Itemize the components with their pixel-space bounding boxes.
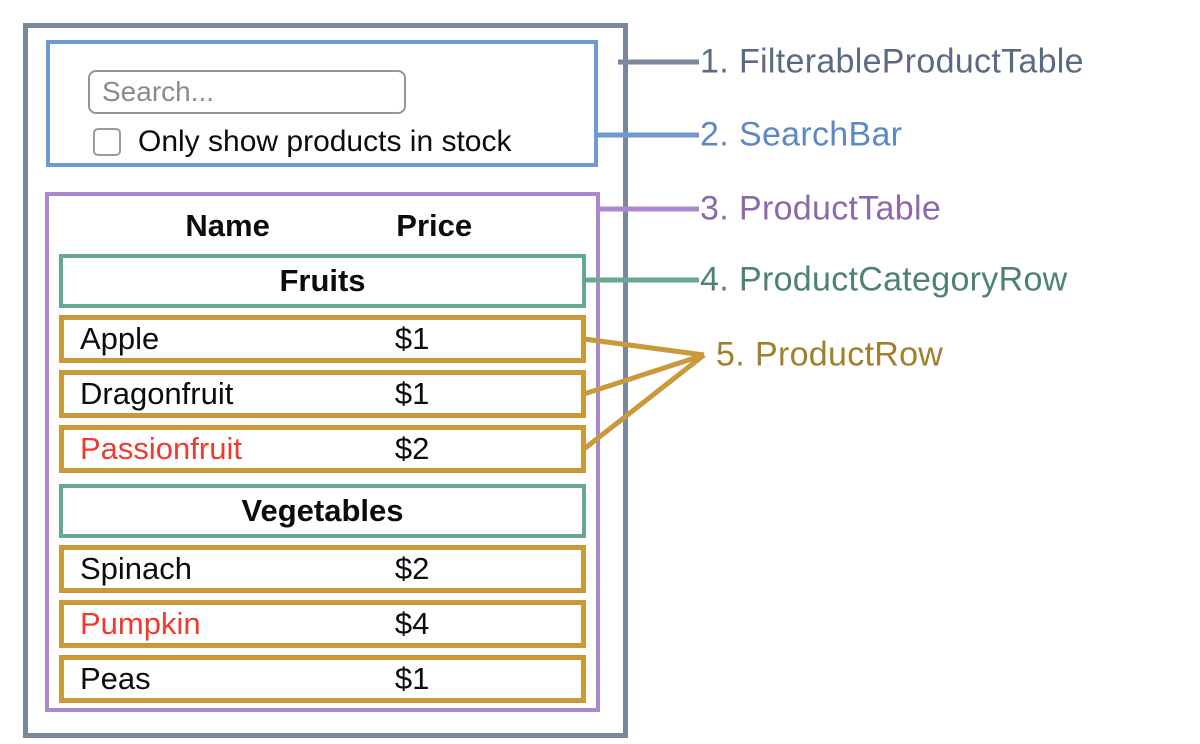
product-row-pumpkin: Pumpkin $4 — [59, 600, 586, 648]
product-price: $4 — [394, 606, 430, 641]
product-name: Dragonfruit — [80, 376, 234, 411]
product-name: Peas — [80, 661, 151, 696]
product-price: $1 — [394, 661, 430, 696]
product-name: Pumpkin — [80, 606, 201, 641]
legend-name: ProductCategoryRow — [738, 260, 1068, 299]
legend-product-category-row: 4.ProductCategoryRow — [700, 261, 1068, 300]
product-row-apple: Apple $1 — [59, 315, 586, 363]
legend-number: 3. — [700, 189, 729, 228]
legend-name: ProductTable — [738, 189, 942, 228]
column-header-price: Price — [396, 208, 473, 243]
in-stock-checkbox-label: Only show products in stock — [138, 125, 512, 158]
stock-filter-row: Only show products in stock — [93, 125, 512, 158]
legend-number: 5. — [716, 335, 745, 374]
legend-number: 2. — [700, 115, 729, 154]
in-stock-checkbox[interactable] — [93, 128, 121, 156]
product-name: Passionfruit — [80, 431, 242, 466]
legend-name: FilterableProductTable — [738, 42, 1084, 81]
legend-name: SearchBar — [738, 115, 903, 154]
product-price: $2 — [394, 551, 430, 586]
product-name: Spinach — [80, 551, 193, 586]
product-row-passionfruit: Passionfruit $2 — [59, 425, 586, 473]
category-label: Vegetables — [241, 493, 404, 528]
legend-name: ProductRow — [754, 335, 944, 374]
legend-number: 1. — [700, 42, 729, 81]
legend-filterable-product-table: 1.FilterableProductTable — [700, 43, 1084, 82]
legend-product-row: 5.ProductRow — [716, 336, 943, 375]
product-price: $2 — [394, 431, 430, 466]
table-header-row: Name Price — [59, 204, 586, 248]
product-row-peas: Peas $1 — [59, 655, 586, 703]
legend-search-bar: 2.SearchBar — [700, 116, 902, 155]
search-input[interactable] — [88, 70, 406, 114]
category-row-vegetables: Vegetables — [59, 484, 586, 538]
category-label: Fruits — [279, 263, 366, 298]
product-price: $1 — [394, 376, 430, 411]
product-name: Apple — [80, 321, 160, 356]
product-price: $1 — [394, 321, 430, 356]
legend-product-table: 3.ProductTable — [700, 190, 941, 229]
column-header-name: Name — [185, 208, 270, 243]
legend-number: 4. — [700, 260, 729, 299]
category-row-fruits: Fruits — [59, 254, 586, 308]
product-row-spinach: Spinach $2 — [59, 545, 586, 593]
product-row-dragonfruit: Dragonfruit $1 — [59, 370, 586, 418]
